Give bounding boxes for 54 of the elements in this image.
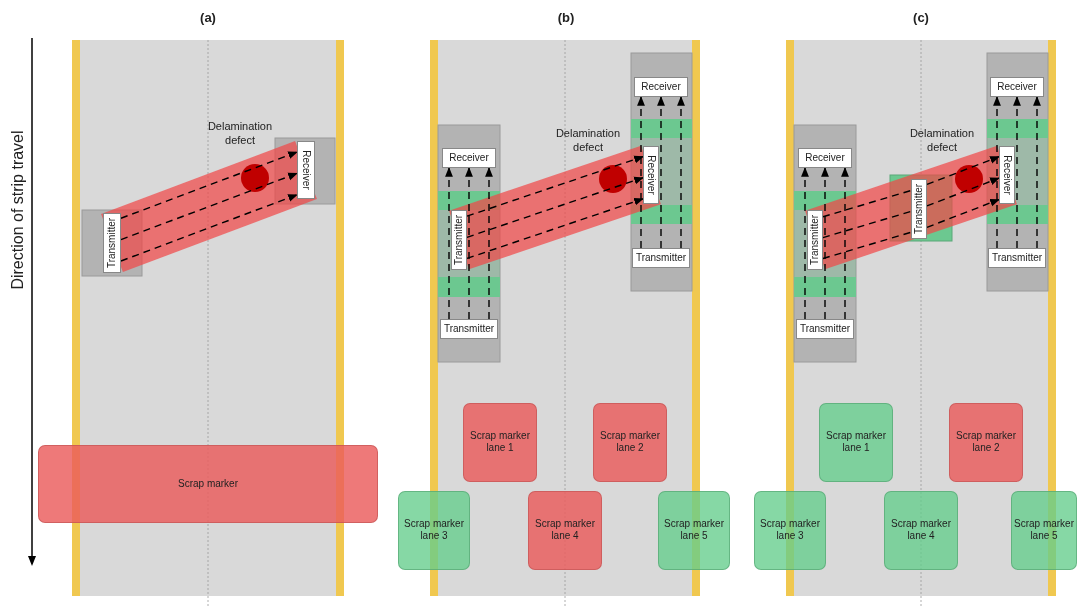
sensor-label: Transmitter <box>988 248 1046 268</box>
scrap-marker-box: Scrap marker lane 3 <box>398 490 470 570</box>
sensor-label: Receiver <box>297 141 315 199</box>
sensor-label: Transmitter <box>911 179 927 239</box>
signal-arrow <box>1013 96 1021 249</box>
scrap-marker-box: Scrap marker lane 3 <box>754 490 826 570</box>
scrap-marker-box: Scrap marker lane 2 <box>949 402 1023 482</box>
signal-arrow <box>677 96 685 249</box>
signal-arrow <box>466 155 644 217</box>
scrap-marker-box: Scrap marker <box>38 445 378 523</box>
signal-arrow <box>485 167 493 320</box>
sensor-label: Receiver <box>999 146 1015 204</box>
scrap-marker-box: Scrap marker lane 5 <box>658 490 730 570</box>
signal-arrow <box>926 177 1000 207</box>
signal-arrow <box>841 167 849 320</box>
signal-arrow <box>466 176 644 238</box>
sensor-label: Transmitter <box>103 213 121 273</box>
signal-arrow <box>993 96 1001 249</box>
signal-arrow <box>120 194 298 262</box>
sensor-label: Receiver <box>634 77 688 97</box>
signal-arrow <box>821 167 829 320</box>
sensor-label: Receiver <box>798 148 852 168</box>
signal-arrow <box>926 155 1000 186</box>
panel-title: (b) <box>557 9 575 27</box>
scrap-marker-box: Scrap marker lane 1 <box>819 402 893 482</box>
sensor-label: Transmitter <box>796 319 854 339</box>
scrap-marker-box: Scrap marker lane 1 <box>463 402 537 482</box>
signal-arrow <box>926 198 1000 229</box>
sensor-label: Receiver <box>442 148 496 168</box>
signal-arrow <box>445 167 453 320</box>
scrap-marker-box: Scrap marker lane 4 <box>884 490 958 570</box>
scrap-marker-box: Scrap marker lane 5 <box>1011 490 1077 570</box>
scrap-marker-box: Scrap marker lane 4 <box>528 490 602 570</box>
defect-label: Delamination defect <box>554 125 622 155</box>
panel-title: (c) <box>913 9 929 27</box>
sensor-label: Transmitter <box>451 210 467 270</box>
axis-label: Direction of strip travel <box>7 130 27 290</box>
sensor-label: Transmitter <box>440 319 498 339</box>
signal-arrow <box>1033 96 1041 249</box>
signal-arrow <box>657 96 665 249</box>
scrap-marker-box: Scrap marker lane 2 <box>593 402 667 482</box>
sensor-label: Transmitter <box>632 248 690 268</box>
signal-arrow <box>801 167 809 320</box>
sensor-label: Transmitter <box>807 210 823 270</box>
signal-arrow <box>120 151 298 219</box>
signal-arrow <box>120 172 298 241</box>
signal-arrow <box>466 197 644 260</box>
sensor-label: Receiver <box>990 77 1044 97</box>
defect-label: Delamination defect <box>908 125 976 155</box>
sensor-label: Receiver <box>643 146 659 204</box>
signal-arrow <box>465 167 473 320</box>
panel-title: (a) <box>200 9 216 27</box>
signal-arrow <box>637 96 645 249</box>
defect-label: Delamination defect <box>206 118 274 148</box>
